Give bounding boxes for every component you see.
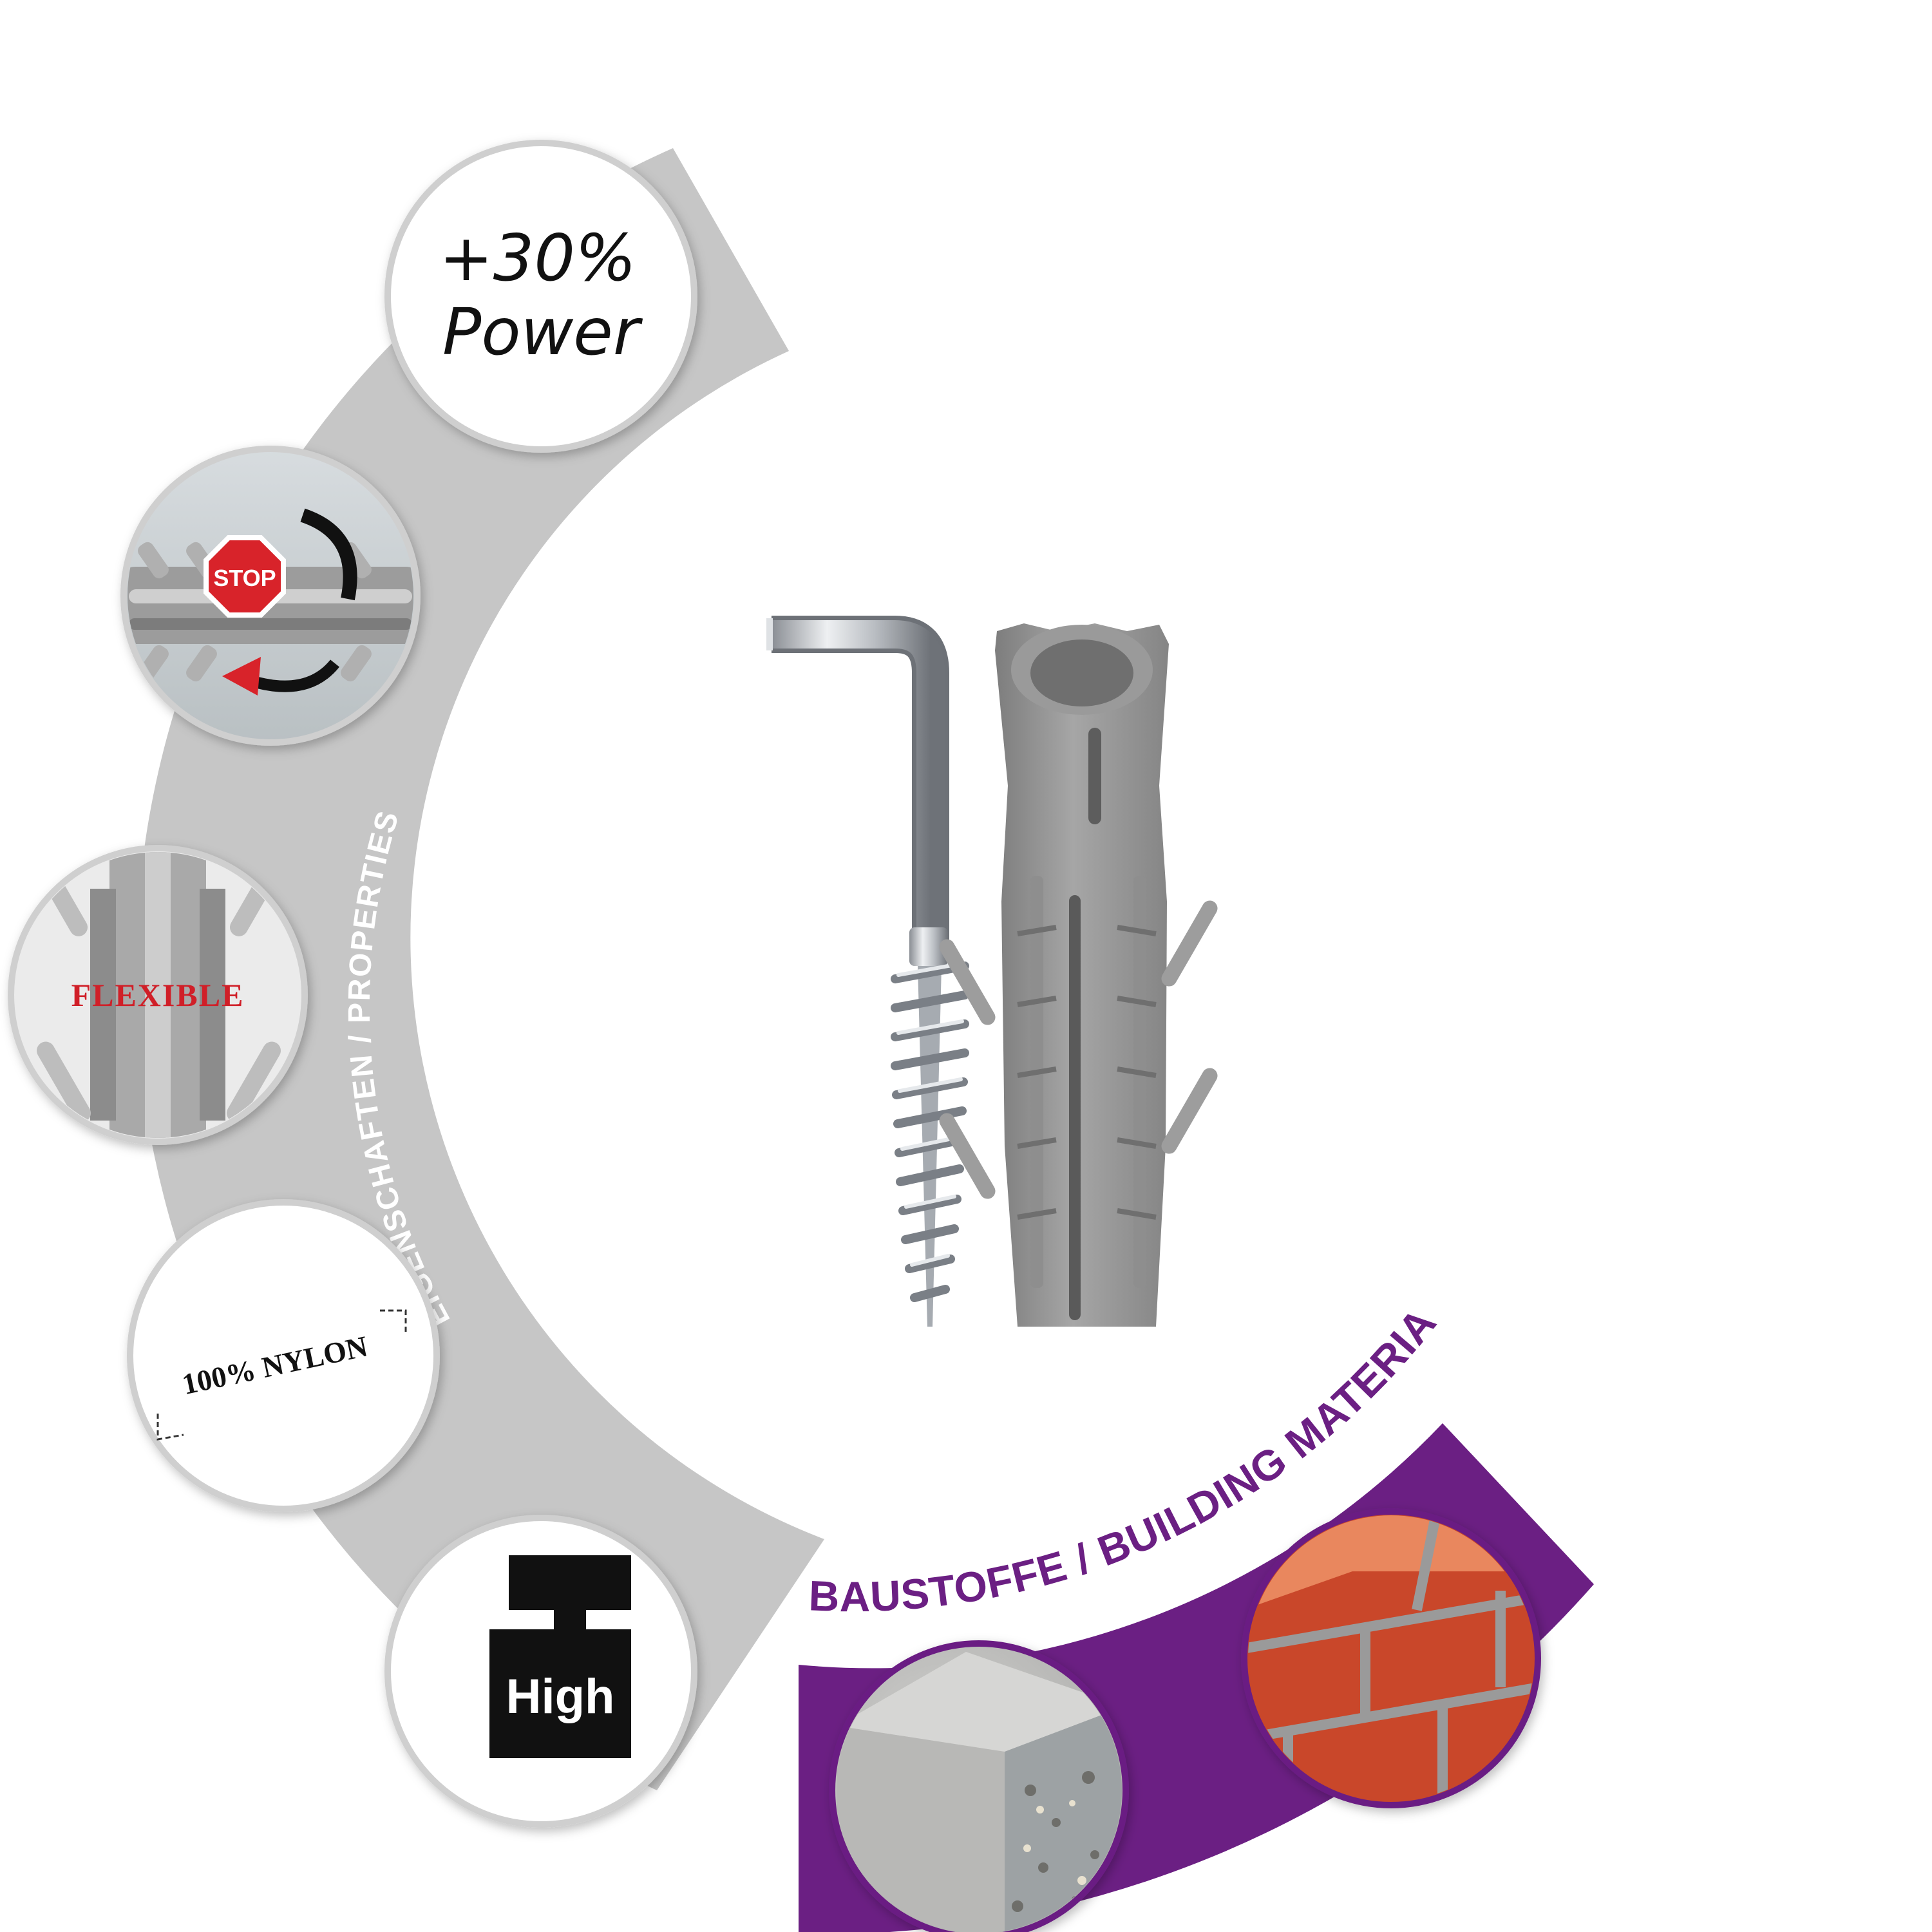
hook-screw-image [766, 616, 969, 1327]
nylon-bracket-bottom-icon [156, 1414, 184, 1441]
flexible-label: FLEXIBLE [71, 977, 245, 1013]
wall-plug-image [939, 623, 1218, 1327]
stop-sign-icon [204, 535, 286, 618]
rotation-arrow-lower-icon [256, 659, 340, 692]
stop-label: STOP [213, 565, 276, 591]
nylon-bracket-top-icon [380, 1309, 407, 1333]
red-arrow-icon [222, 657, 261, 696]
feature-nylon-circle [127, 1199, 440, 1512]
rotation-arrow-icon [300, 508, 357, 601]
load-label: High [506, 1669, 615, 1724]
power-value: +30% [439, 220, 636, 296]
power-label: Power [442, 294, 643, 370]
feature-power-circle [384, 140, 697, 453]
weight-icon [489, 1555, 631, 1758]
